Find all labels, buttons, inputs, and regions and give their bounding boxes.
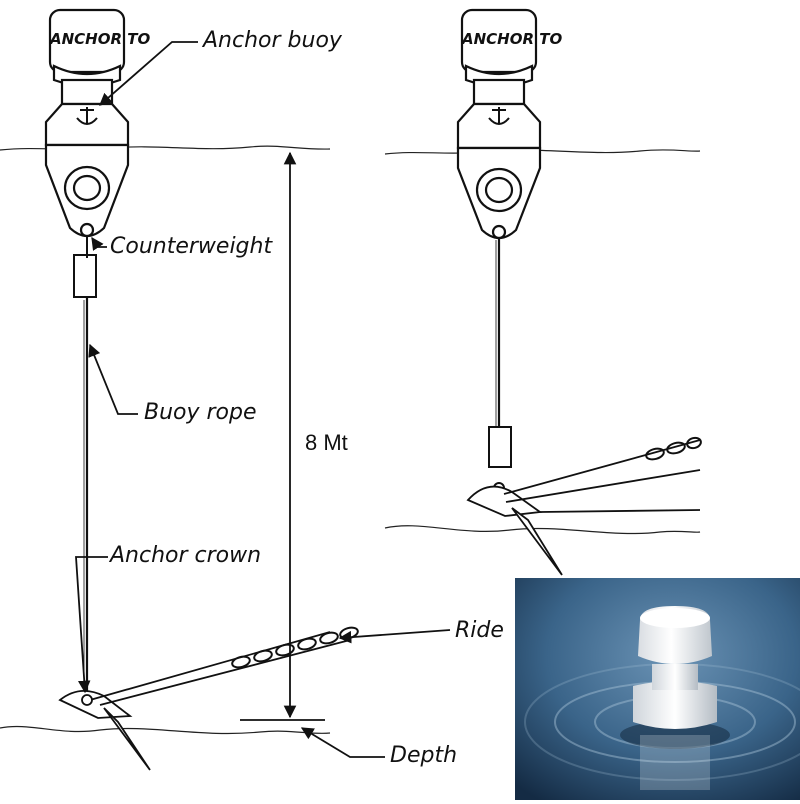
label-anchor-buoy: Anchor buoy [203, 28, 342, 53]
label-depth: Depth [390, 743, 458, 768]
anchor-crown-ring [81, 694, 93, 706]
depth-dimension [240, 151, 325, 721]
label-counterweight: Counterweight [110, 234, 273, 259]
leader-depth [300, 727, 385, 758]
anchor-chain-secondary [645, 436, 702, 461]
label-buoy-rope: Buoy rope [144, 400, 257, 425]
photo-buoy [633, 606, 717, 729]
buoy-brand-text: ANCHOR TO [50, 30, 151, 48]
buoy-photo-inset [515, 578, 800, 800]
anchor-buoy [44, 8, 130, 238]
main-diagram [0, 8, 451, 771]
anchor-buoy-secondary [456, 8, 542, 240]
anchor-emblem-icon [76, 107, 98, 125]
water-surface-line-secondary [384, 149, 701, 155]
buoy-shackle [79, 222, 95, 238]
label-ride: Ride [455, 618, 504, 643]
leader-ride [338, 629, 451, 644]
leader-anchor-buoy [99, 41, 198, 106]
buoy-cap [48, 8, 126, 74]
counterweight-block-secondary [488, 426, 512, 468]
anchor-emblem-icon-secondary [488, 107, 510, 125]
secondary-diagram [384, 8, 702, 576]
buoy-eye-inner [72, 174, 102, 202]
leader-counterweight [91, 236, 107, 251]
buoy-brand-text-secondary: ANCHOR TO [462, 30, 563, 48]
counterweight-block [73, 254, 97, 298]
seabed-line-secondary [384, 525, 701, 535]
anchor-fluke-upper [58, 690, 133, 719]
seabed-line [0, 725, 331, 735]
anchor-fluke-lower [103, 707, 151, 771]
leader-anchor-crown [75, 556, 108, 694]
label-anchor-crown: Anchor crown [110, 543, 262, 568]
leader-lines [75, 41, 451, 758]
anchor [58, 631, 351, 771]
anchor-chain [231, 626, 359, 669]
label-depth-value: 8 Mt [305, 430, 348, 455]
leader-buoy-rope [88, 343, 138, 415]
